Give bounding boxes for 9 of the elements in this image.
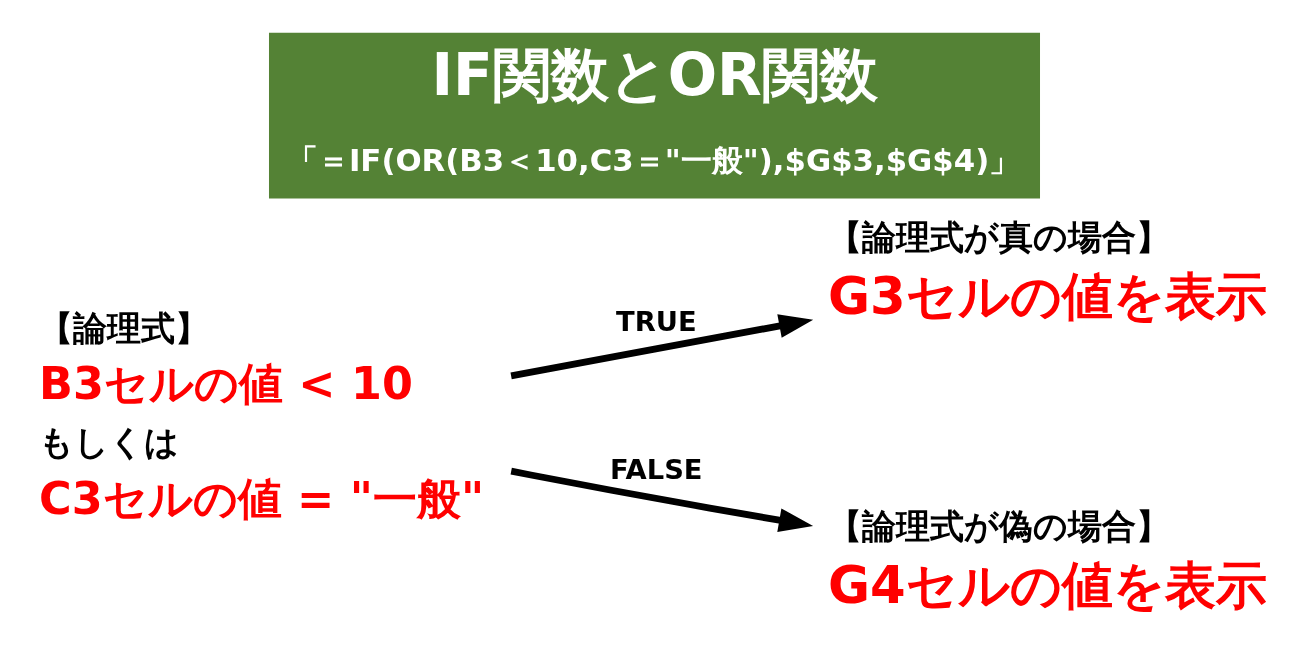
edge-label: FALSE	[610, 453, 703, 485]
node-text: 【論理式が真の場合】 G3セルの値を表示	[828, 216, 1267, 326]
arrow	[510, 467, 814, 532]
edge-label: TRUE	[616, 305, 697, 337]
diagram-title: IF関数とOR関数	[431, 40, 878, 109]
node-text: 【論理式】 B3セルの値 < 10 もしくは C3セルの値 = "一般"	[39, 307, 485, 524]
caption: 「＝IF(OR(B3＜10,C3＝"一般"),$G$3,$G$4)」	[286, 141, 1021, 178]
arrow	[510, 313, 814, 379]
node-text: 【論理式が偽の場合】 G4セルの値を表示	[828, 505, 1267, 615]
